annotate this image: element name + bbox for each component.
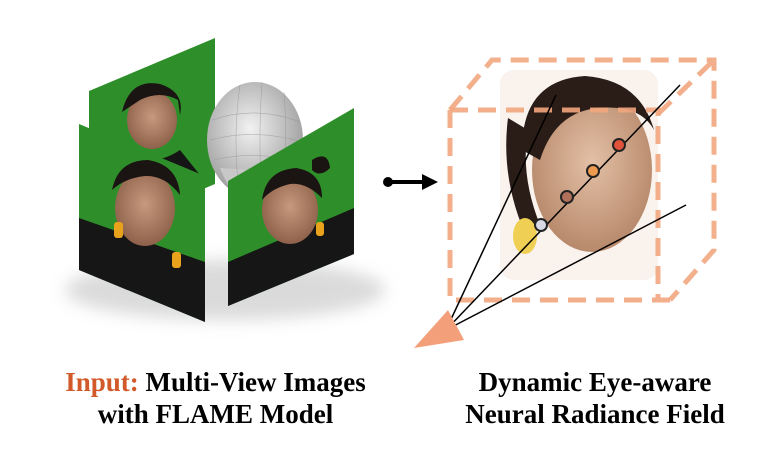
sample-point (534, 218, 548, 232)
sample-point (560, 190, 574, 204)
earring (316, 222, 324, 236)
left-caption: Input: Multi-View Images with FLAME Mode… (18, 366, 413, 430)
ray-sample-points (534, 138, 626, 232)
left-caption-line2: with FLAME Model (97, 399, 334, 429)
dashed-bounding-box (448, 57, 717, 302)
flow-arrow (383, 174, 438, 190)
input-label: Input: (65, 367, 139, 397)
earring (172, 252, 181, 268)
right-caption: Dynamic Eye-aware Neural Radiance Field (415, 366, 775, 430)
right-view-panel (228, 108, 354, 306)
face-image (127, 91, 177, 149)
multi-view-group (65, 38, 385, 322)
sample-point (586, 164, 600, 178)
right-caption-line2: Neural Radiance Field (465, 399, 725, 429)
face-image (115, 170, 175, 246)
left-caption-line1-text: Multi-View Images (138, 367, 366, 397)
sample-point (612, 138, 626, 152)
right-caption-line1: Dynamic Eye-aware (478, 367, 712, 397)
earring (114, 222, 123, 238)
left-view-panel (79, 124, 205, 322)
face-image (262, 176, 318, 244)
left-caption-line1: Input: Multi-View Images (18, 366, 413, 398)
earring (513, 218, 537, 254)
nerf-group (414, 57, 717, 348)
camera-icon (414, 310, 464, 348)
camera-rays (445, 84, 687, 331)
